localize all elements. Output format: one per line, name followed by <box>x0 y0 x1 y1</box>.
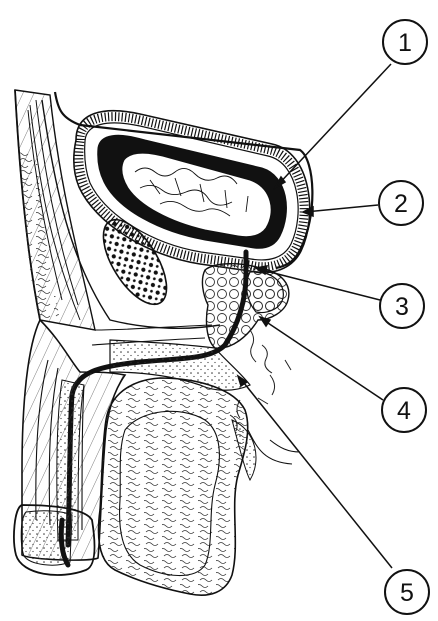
callout-2-label: 2 <box>394 190 408 218</box>
callout-4-label: 4 <box>397 397 411 425</box>
callout-1-label: 1 <box>398 29 412 57</box>
callout-2: 2 <box>379 181 423 225</box>
callout-1: 1 <box>383 20 427 64</box>
leader-line-5 <box>240 378 392 568</box>
callout-4: 4 <box>382 388 426 432</box>
callout-3-label: 3 <box>395 293 409 321</box>
leader-line-4 <box>262 319 383 400</box>
callout-5-label: 5 <box>400 579 414 607</box>
scrotum <box>99 378 248 595</box>
leader-line-2 <box>305 205 378 212</box>
callout-5: 5 <box>385 570 429 614</box>
leader-line-1 <box>275 64 391 188</box>
callout-3: 3 <box>380 284 424 328</box>
